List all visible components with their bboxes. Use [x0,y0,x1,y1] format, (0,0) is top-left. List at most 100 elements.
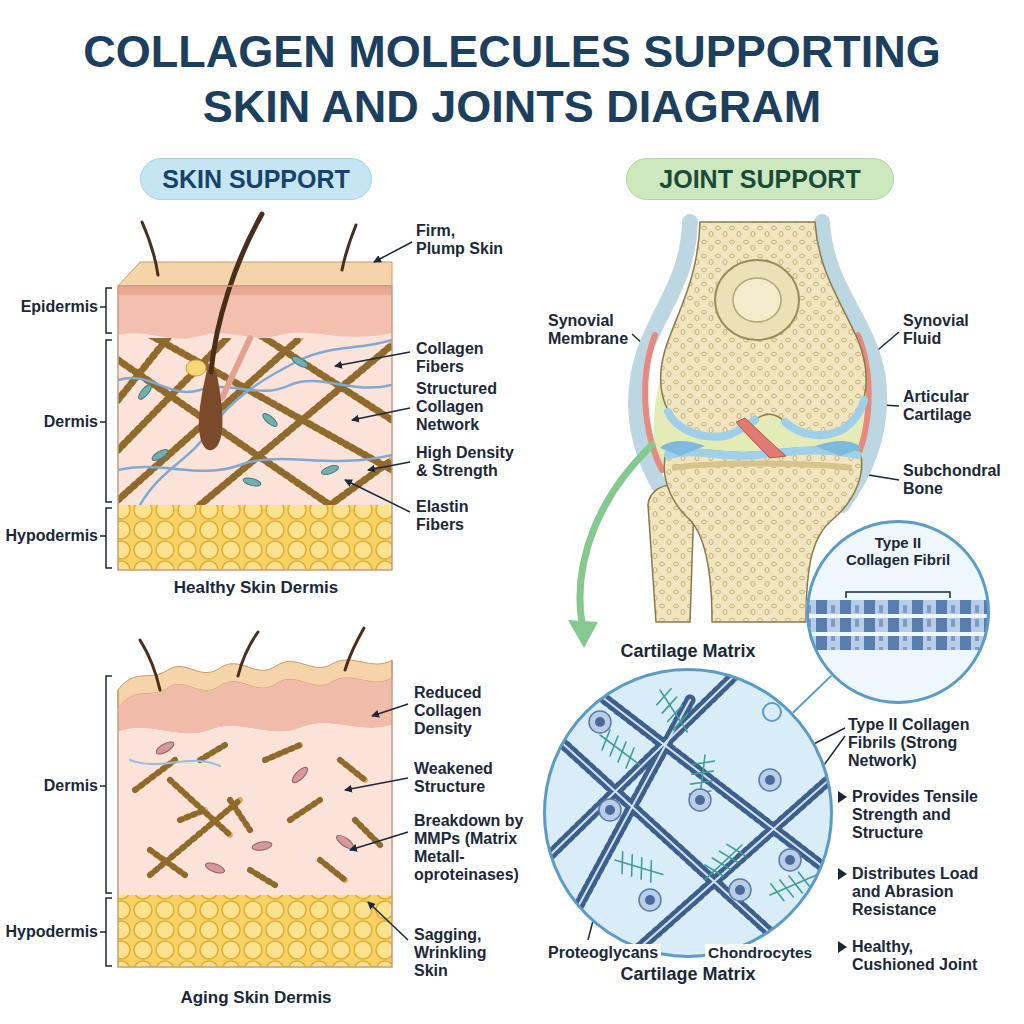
fibril-inset-art [846,592,950,598]
label-slot: Subchondral Bone [903,462,1018,498]
part-label: Weakened Structure [414,760,509,796]
heading-slot: Type II Collagen Fibril [843,534,953,568]
node-heading: Cartilage Matrix [503,641,873,662]
label-slot: Sagging, Wrinkling Skin [414,926,509,980]
cartilage-zoom-circle: Cartilage MatrixCartilage Matrix [543,668,833,958]
label-slot: Breakdown by MMPs (Matrix Metall- oprote… [414,812,538,884]
label-slot: Synovial Membrane [548,312,640,348]
skin-brackets [100,340,112,502]
cartilage-matrix-art [595,717,605,727]
node-heading: Type II Collagen Fibril [843,534,953,568]
cartilage-matrix-art [735,885,745,895]
aging-skin [135,745,380,885]
part-label: Dermis [2,413,98,431]
zoom-connector [793,676,832,713]
label-slot: Aging Skin Dermis [125,988,387,1007]
circle-outline [808,522,989,703]
fibril-inset-art [806,600,990,614]
pill-label: JOINT SUPPORT [659,165,860,194]
aging-skin [345,628,364,670]
node-heading: Cartilage Matrix [503,964,873,985]
cartilage-matrix-art [763,703,781,721]
cartilage-matrix-art [765,775,775,785]
part-label: Epidermis [2,298,98,316]
aging-skin [118,660,392,967]
fibril-inset-art [806,636,990,650]
cartilage-matrix-art [600,685,819,911]
cartilage-matrix-art [545,670,840,965]
fibril-inset-art [806,520,990,704]
label-slot: Dermis [2,777,98,795]
label-slot: Hypodermis [2,527,98,545]
part-label: High Density & Strength [416,444,528,480]
healthy-skin [118,332,392,505]
label-slot: Distributes Load and Abrasion Resistance [852,865,1000,919]
heading-slot: Cartilage Matrix [503,641,873,662]
leader-lines [350,832,408,850]
cartilage-matrix-art [729,879,751,901]
label-slot: Reduced Collagen Density [414,684,509,738]
cartilage-matrix-art [695,795,705,805]
label-slot: Collagen Fibers [416,340,511,376]
knee-joint [568,620,598,648]
healthy-skin [118,286,392,340]
bullet-marker [838,791,847,803]
part-label: Chondrocytes [705,944,815,962]
cartilage-matrix-art [545,670,840,965]
leader-lines [345,778,408,790]
label-slot: Chondrocytes [705,944,815,962]
healthy-skin [242,476,261,487]
aging-skin [130,760,220,766]
heading-slot: Cartilage Matrix [503,964,873,985]
healthy-skin [211,214,262,372]
healthy-skin [118,214,392,570]
healthy-skin [186,360,206,376]
healthy-skin [342,225,356,270]
part-label: Healthy, Cushioned Joint [852,938,998,974]
label-slot: Healthy Skin Dermis [125,578,387,597]
part-label: Provides Tensile Strength and Structure [852,788,992,842]
circle-outline [543,668,833,958]
part-label: Distributes Load and Abrasion Resistance [852,865,1000,919]
aging-skin [140,640,160,690]
part-label: Synovial Membrane [548,312,640,348]
part-label: Subchondral Bone [903,462,1018,498]
leader-lines [368,902,408,940]
knee-joint [815,441,862,456]
section-pill: JOINT SUPPORT [626,158,894,200]
healthy-skin [320,464,339,477]
part-label: Elastin Fibers [416,498,496,534]
part-label: Type II Collagen Fibrils (Strong Network… [848,716,984,770]
bullet-marker [838,868,847,880]
fibril-inset-art [806,618,990,632]
aging-skin [118,895,392,967]
cartilage-matrix-art [595,717,795,905]
label-slot: Healthy, Cushioned Joint [852,938,998,974]
label-slot: Hypodermis [2,923,98,941]
knee-joint [672,464,852,469]
section-pill: SKIN SUPPORT [140,158,372,200]
cartilage-matrix-art [676,753,729,807]
pill-label: SKIN SUPPORT [162,165,350,194]
healthy-skin [261,412,279,429]
panel-caption: Aging Skin Dermis [125,988,387,1007]
label-slot: Epidermis [2,298,98,316]
part-label: Hypodermis [2,923,98,941]
knee-joint [733,278,781,322]
label-slot: Structured Collagen Network [416,380,516,434]
label-slot: Dermis [2,413,98,431]
cartilage-matrix-art [545,670,840,965]
skin-brackets [100,508,112,568]
healthy-skin [222,338,250,398]
healthy-skin [150,447,169,462]
healthy-skin [142,222,158,275]
cartilage-matrix-art [689,789,711,811]
cartilage-matrix-art [639,889,661,911]
cartilage-matrix-art [759,769,781,791]
part-label: Synovial Fluid [903,312,1003,348]
knee-joint [715,260,799,340]
part-label: Articular Cartilage [903,388,1003,424]
cartilage-matrix-art [543,668,840,965]
fibril-inset-art [806,600,990,650]
